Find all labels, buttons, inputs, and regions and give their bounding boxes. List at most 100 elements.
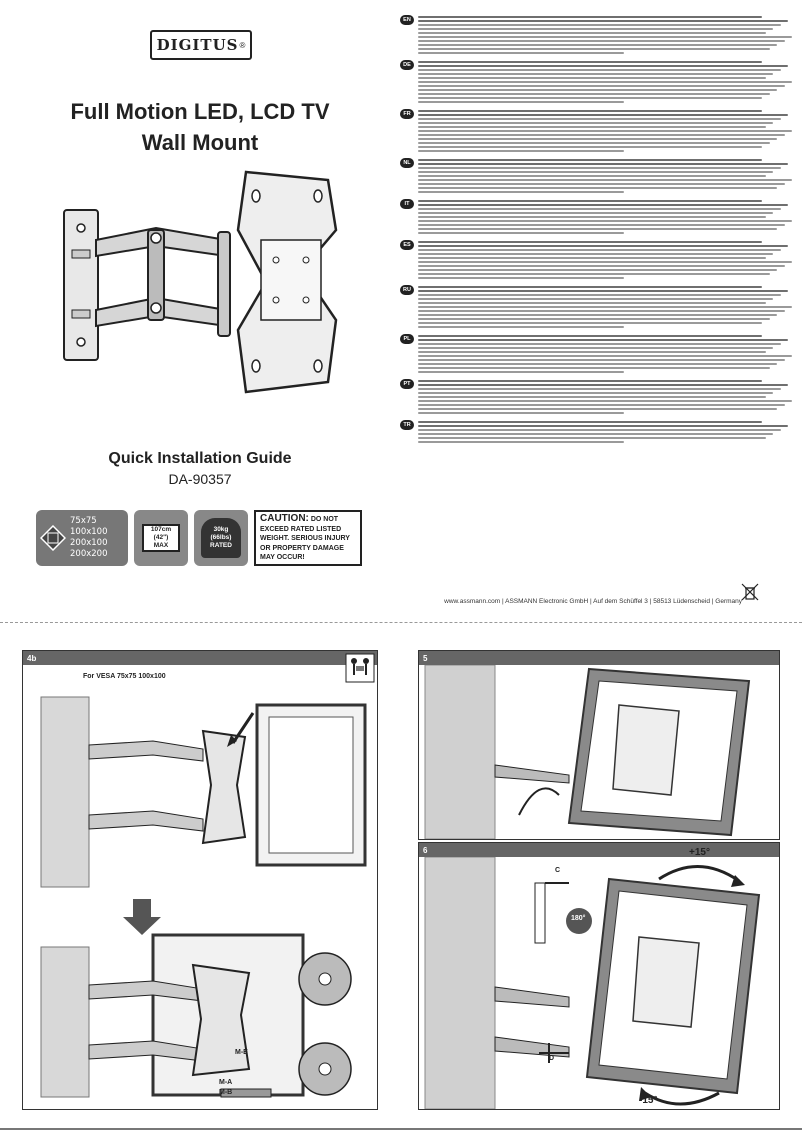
tv-screen-icon: 107cm (42") MAX	[142, 524, 180, 552]
vesa-size: 75x75	[70, 516, 97, 526]
language-code-badge: TR	[400, 420, 414, 430]
text-line	[418, 134, 785, 136]
language-body-text	[418, 378, 792, 416]
step-4b-panel: 4b For VESA 75x75 100x100 M-E M-	[22, 650, 378, 1110]
vesa-plate-icon	[40, 525, 66, 551]
step-6-panel: 6 +15° -15° 180° C D	[418, 842, 780, 1110]
caution-text: DO NOT EXCEED RATED LISTED WEIGHT. SERIO…	[260, 516, 350, 561]
text-line	[418, 220, 792, 222]
language-code-badge: ES	[400, 240, 414, 250]
text-line	[418, 20, 789, 22]
rotate-180-label: 180°	[571, 915, 586, 922]
text-line	[418, 425, 789, 427]
text-line	[418, 241, 763, 243]
instruction-cover: DIGITUS® Full Motion LED, LCD TV Wall Mo…	[0, 0, 802, 620]
text-line	[418, 228, 778, 230]
text-line	[418, 355, 792, 357]
language-section: TR	[400, 419, 792, 445]
language-body-text	[418, 239, 792, 281]
text-line	[418, 16, 763, 18]
text-line	[418, 89, 778, 91]
text-line	[418, 101, 624, 103]
text-line	[418, 412, 624, 414]
part-label-mb: M-B	[219, 1089, 233, 1096]
text-line	[418, 200, 763, 202]
text-line	[418, 343, 781, 345]
model-number: DA-90357	[168, 471, 232, 487]
product-title: Full Motion LED, LCD TV Wall Mount	[0, 96, 400, 158]
brand-logo: DIGITUS®	[150, 30, 252, 60]
text-line	[418, 224, 785, 226]
language-body-text	[418, 284, 792, 330]
language-section: PL	[400, 333, 792, 375]
text-line	[418, 294, 781, 296]
weee-crossed-bin-icon	[741, 583, 759, 601]
text-line	[418, 118, 781, 120]
vesa-size: 200x200	[70, 549, 108, 559]
text-line	[418, 167, 781, 169]
part-label-c: C	[555, 867, 561, 874]
cover-left-column: DIGITUS® Full Motion LED, LCD TV Wall Mo…	[0, 0, 400, 620]
text-line	[418, 245, 789, 247]
tilt-down-label: -15°	[639, 1095, 658, 1106]
text-line	[418, 28, 774, 30]
text-line	[418, 32, 766, 34]
step-5-illustration	[424, 665, 751, 839]
text-line	[418, 310, 785, 312]
text-line	[418, 290, 789, 292]
text-line	[418, 44, 778, 46]
text-line	[418, 363, 778, 365]
text-line	[418, 146, 763, 148]
vesa-size: 200x100	[70, 538, 108, 548]
text-line	[418, 298, 774, 300]
text-line	[418, 318, 770, 320]
language-code-badge: EN	[400, 15, 414, 25]
text-line	[418, 286, 763, 288]
text-line	[418, 114, 789, 116]
text-line	[418, 126, 766, 128]
text-line	[418, 359, 785, 361]
text-line	[418, 322, 763, 324]
screen-size-value: 107cm	[150, 526, 172, 533]
text-line	[418, 36, 792, 38]
text-line	[418, 326, 624, 328]
weight-lbs: (66lbs)	[210, 534, 232, 541]
language-section: IT	[400, 198, 792, 236]
part-label-ma: M-A	[219, 1079, 233, 1086]
language-code-badge: FR	[400, 109, 414, 119]
guide-title: Quick Installation Guide	[108, 450, 292, 467]
company-footer: www.assmann.com | ASSMANN Electronic Gmb…	[444, 598, 742, 605]
text-line	[418, 77, 766, 79]
part-label-me: M-E	[235, 1049, 248, 1056]
language-body-text	[418, 333, 792, 375]
step-4b-subtitle: For VESA 75x75 100x100	[83, 673, 166, 680]
text-line	[418, 122, 774, 124]
language-section: FR	[400, 108, 792, 154]
text-line	[418, 384, 789, 386]
text-line	[418, 208, 781, 210]
text-line	[418, 150, 624, 152]
language-section: RU	[400, 284, 792, 330]
part-label-d: D	[549, 1055, 555, 1062]
language-body-text	[418, 419, 792, 445]
text-line	[418, 40, 785, 42]
language-body-text	[418, 14, 792, 56]
wall-mount-product-illustration	[63, 170, 338, 394]
language-section: NL	[400, 157, 792, 195]
text-line	[418, 306, 792, 308]
text-line	[418, 371, 624, 373]
text-line	[418, 61, 763, 63]
screen-size-badge: 107cm (42") MAX	[134, 510, 188, 566]
text-line	[418, 159, 763, 161]
language-section: PT	[400, 378, 792, 416]
language-body-text	[418, 157, 792, 195]
vesa-sizes-list: 75x75 100x100 200x100 200x200	[70, 516, 107, 560]
text-line	[418, 269, 778, 271]
text-line	[418, 347, 774, 349]
text-line	[418, 216, 766, 218]
caution-title: CAUTION:	[260, 513, 309, 524]
text-line	[418, 24, 781, 26]
page-bottom-rule	[0, 1128, 802, 1130]
text-line	[418, 404, 785, 406]
